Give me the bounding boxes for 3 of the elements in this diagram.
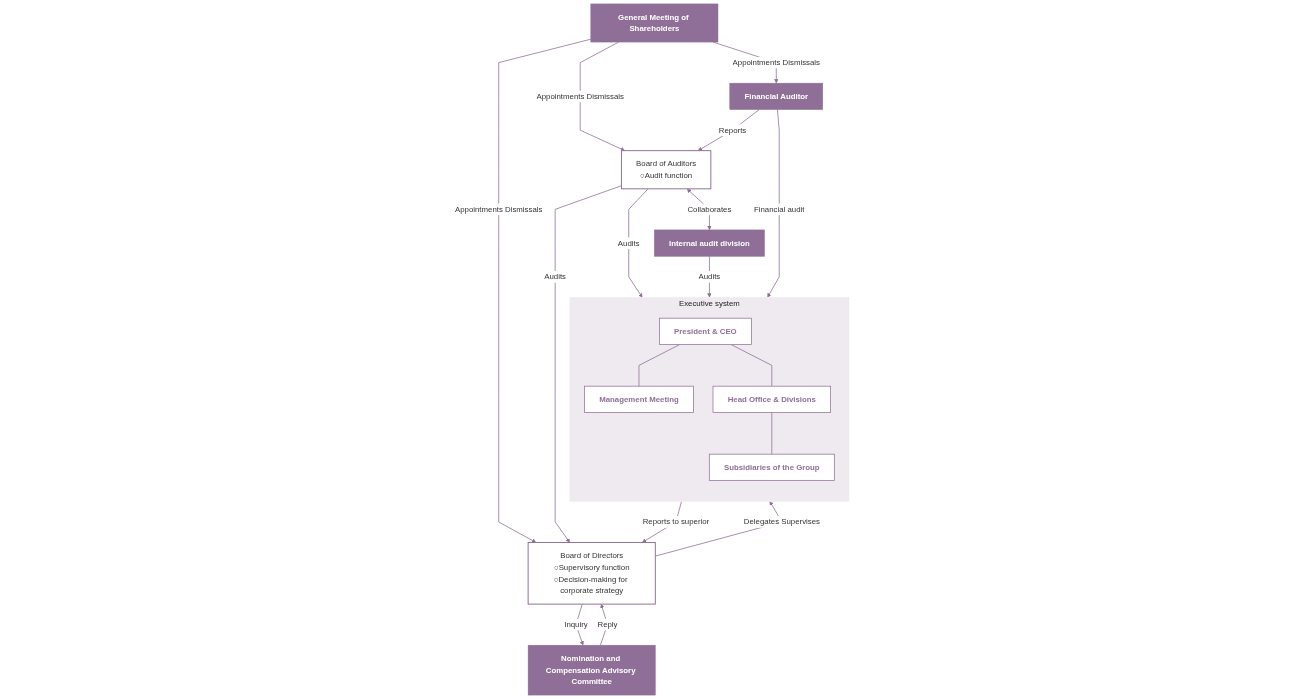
- connector: [638, 344, 680, 387]
- connector: [771, 412, 773, 455]
- connector: [730, 344, 773, 387]
